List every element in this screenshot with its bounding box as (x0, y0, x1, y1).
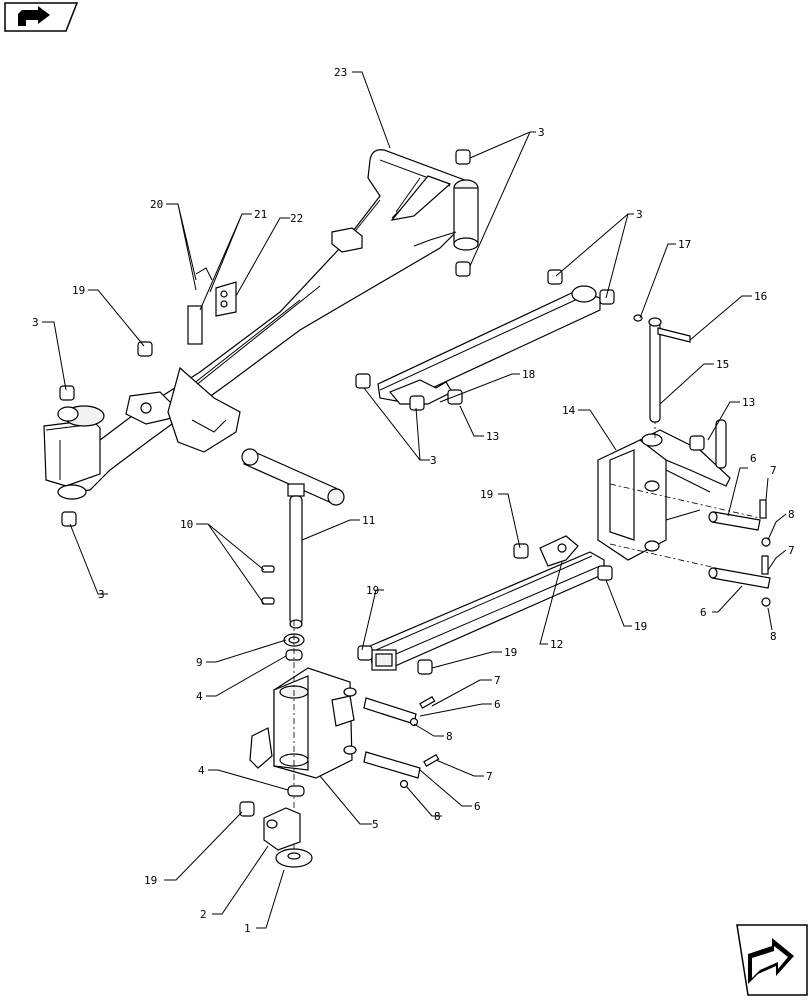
callout-15: 15 (716, 358, 729, 371)
callout-4-lower: 4 (198, 764, 205, 777)
callout-19-link-left: 19 (366, 584, 379, 597)
bracket-assembly (187, 267, 237, 345)
pins-upper-right (633, 314, 691, 423)
callout-14: 14 (562, 404, 576, 417)
callout-6-right-top: 6 (750, 452, 757, 465)
callout-19-left: 19 (72, 284, 85, 297)
t-handle-pin (241, 448, 345, 661)
callout-8-right-bottom: 8 (770, 630, 777, 643)
next-page-button[interactable] (736, 924, 808, 996)
callout-5: 5 (372, 818, 379, 831)
callout-17: 17 (678, 238, 691, 251)
callout-19-link-bottom: 19 (504, 646, 517, 659)
callout-9: 9 (196, 656, 203, 669)
callout-2: 2 (200, 908, 207, 921)
callout-21: 21 (254, 208, 267, 221)
bushings (59, 149, 471, 527)
leader-lines (42, 71, 787, 929)
callout-18: 18 (522, 368, 535, 381)
callout-3-left: 3 (32, 316, 39, 329)
callout-3-bottom: 3 (98, 588, 105, 601)
pins-lower (363, 695, 440, 789)
callout-6-right-bottom: 6 (700, 606, 707, 619)
callout-19-link-right: 19 (634, 620, 647, 633)
callout-6-lower-bottom: 6 (474, 800, 481, 813)
callout-19-link-top: 19 (480, 488, 493, 501)
callout-8-lower-bottom: 8 (434, 810, 441, 823)
frame-arm (43, 149, 479, 500)
callout-4-upper: 4 (196, 690, 203, 703)
callout-3-link-bottom: 3 (430, 454, 437, 467)
lower-link (357, 535, 613, 675)
callout-1: 1 (244, 922, 251, 935)
callout-11: 11 (362, 514, 375, 527)
arrow-next-icon (736, 924, 808, 996)
callout-7-right-top: 7 (770, 464, 777, 477)
callout-3-top: 3 (538, 126, 545, 139)
callout-7-right-bottom: 7 (788, 544, 795, 557)
callout-3-link-top: 3 (636, 208, 643, 221)
callout-7-lower-top: 7 (494, 674, 501, 687)
callout-13-bracket: 13 (742, 396, 755, 409)
upper-link (355, 269, 615, 411)
previous-page-button[interactable] (4, 2, 79, 32)
callout-8-right-top: 8 (788, 508, 795, 521)
hitch-block (249, 620, 357, 860)
callout-8-lower-top: 8 (446, 730, 453, 743)
callout-19-lower: 19 (144, 874, 157, 887)
lower-parts (239, 785, 313, 868)
callout-22: 22 (290, 212, 303, 225)
callout-12: 12 (550, 638, 563, 651)
callout-16: 16 (754, 290, 767, 303)
pins-right (708, 499, 771, 607)
callout-7-lower-bottom: 7 (486, 770, 493, 783)
callout-20: 20 (150, 198, 163, 211)
callout-23: 23 (334, 66, 347, 79)
callout-6-lower-top: 6 (494, 698, 501, 711)
callout-labels: 1 2 3 3 3 3 3 4 4 5 6 6 6 6 7 7 7 7 8 8 … (32, 66, 795, 935)
callout-13-link: 13 (486, 430, 499, 443)
right-bracket (597, 320, 761, 579)
arrow-left-icon (4, 2, 79, 32)
callout-10: 10 (180, 518, 193, 531)
